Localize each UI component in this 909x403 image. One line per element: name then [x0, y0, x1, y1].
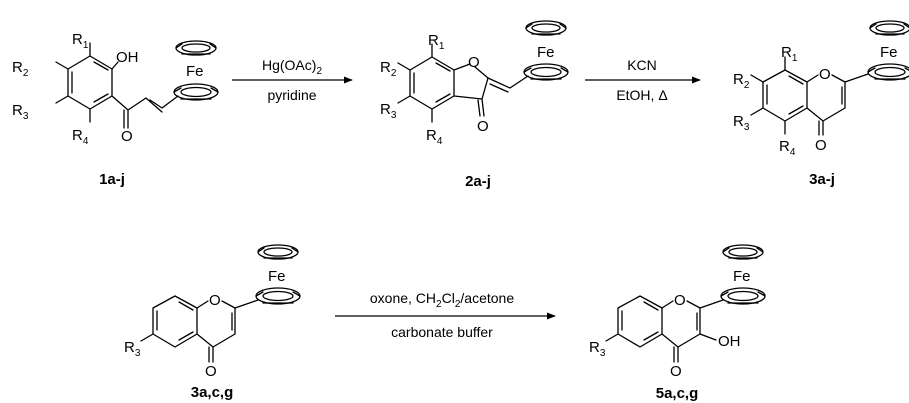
reagent-step3: oxone, CH2Cl2/acetone: [370, 290, 514, 310]
label-r4: R4: [72, 127, 89, 147]
label-fe: Fe: [733, 268, 751, 285]
structure-aurone-2: [397, 20, 569, 123]
label-r3: R3: [589, 339, 606, 359]
label-r4: R4: [426, 127, 443, 147]
compound-label-3: 3a-j: [809, 171, 835, 188]
label-carbonyl-o: O: [477, 118, 489, 135]
compound-label-5: 5a,c,g: [656, 385, 699, 402]
label-r2: R2: [733, 71, 750, 91]
label-r3: R3: [124, 339, 141, 359]
label-carbonyl-o: O: [670, 363, 682, 380]
buffer-step3: carbonate buffer: [391, 324, 493, 340]
label-r1: R1: [428, 32, 445, 52]
label-fe: Fe: [268, 268, 286, 285]
label-fe: Fe: [537, 44, 555, 61]
solvent-step1: pyridine: [267, 87, 316, 103]
label-r2: R2: [12, 59, 29, 79]
label-oh: OH: [718, 333, 741, 350]
label-ring-o: O: [819, 66, 831, 83]
structure-flavone-3acg: [140, 244, 301, 363]
reagent-step1: Hg(OAc)2: [262, 57, 322, 77]
label-fe: Fe: [880, 44, 898, 61]
structure-flavone-3: [750, 20, 909, 136]
structure-flavonol-5: [605, 244, 766, 363]
solvent-step2: EtOH, Δ: [616, 87, 667, 103]
label-carbonyl-o: O: [205, 363, 217, 380]
label-r1: R1: [72, 31, 89, 51]
compound-label-4: 3a,c,g: [191, 384, 234, 401]
reagent-step2: KCN: [627, 57, 657, 73]
label-ring-o: O: [674, 292, 686, 309]
label-carbonyl-o: O: [121, 128, 133, 145]
label-carbonyl-o: O: [815, 137, 827, 154]
label-r3: R3: [733, 113, 750, 133]
structure-chalcone-1: [55, 40, 219, 129]
label-r2: R2: [380, 59, 397, 79]
label-oh: OH: [116, 49, 139, 66]
label-r1: R1: [781, 44, 798, 64]
label-fe: Fe: [186, 63, 204, 80]
compound-label-1: 1a-j: [99, 171, 125, 188]
label-ring-o: O: [468, 54, 480, 71]
label-r4: R4: [779, 138, 796, 158]
label-ring-o: O: [209, 292, 221, 309]
label-r3: R3: [380, 101, 397, 121]
label-r3: R3: [12, 102, 29, 122]
compound-label-2: 2a-j: [465, 173, 491, 190]
